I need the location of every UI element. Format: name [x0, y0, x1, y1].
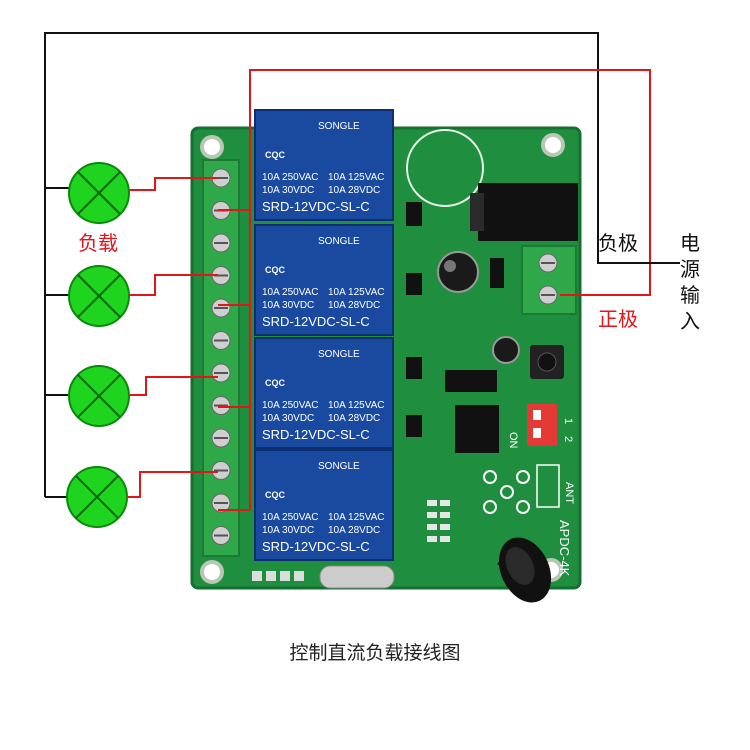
mount-hole — [200, 560, 224, 584]
capacitor — [437, 251, 479, 293]
relay-rating: 10A 250VAC — [262, 512, 319, 523]
ic-chip — [445, 370, 497, 392]
dip-switch — [527, 404, 557, 446]
crystal — [319, 565, 395, 589]
relay-model: SRD-12VDC-SL-C — [262, 199, 370, 214]
svg-text:源: 源 — [680, 257, 700, 281]
rf-module-pads — [483, 470, 530, 514]
antenna-icon — [497, 537, 552, 603]
lamp2-wire — [129, 274, 218, 296]
relay-brand: SONGLE — [318, 461, 360, 472]
lamp-icon — [66, 466, 128, 528]
positive-label: 正极 — [598, 307, 638, 331]
lamp4-wire — [128, 471, 218, 498]
relay-rating: 10A 30VDC — [262, 185, 314, 196]
relay-model: SRD-12VDC-SL-C — [262, 314, 370, 329]
power-input-label: 电 源 输 入 — [680, 231, 700, 333]
relay-rating: 10A 28VDC — [328, 185, 380, 196]
relay-icon: SONGLE CQC 10A 250VAC 10A 125VAC 10A 30VDC 10… — [254, 449, 394, 561]
lamp-icon — [68, 365, 130, 427]
relay-rating: 10A 30VDC — [262, 413, 314, 424]
lamp3-wire — [130, 376, 218, 396]
negative-label: 负极 — [598, 231, 638, 255]
board-model-label: APDC-4K — [557, 520, 572, 577]
relay-brand: SONGLE — [318, 121, 360, 132]
output-terminal-block — [202, 159, 240, 557]
relay-brand: SONGLE — [318, 236, 360, 247]
relay-rating: 10A 250VAC — [262, 172, 319, 183]
relay-cert: CQC — [265, 265, 286, 275]
relay-brand: SONGLE — [318, 349, 360, 360]
relay-rating: 10A 28VDC — [328, 300, 380, 311]
relay-rating: 10A 250VAC — [262, 287, 319, 298]
capacitor — [492, 336, 520, 364]
ant-label: ANT — [563, 482, 575, 504]
relay-icon: SONGLE CQC 10A 250VAC 10A 125VAC 10A 30VDC 10… — [254, 224, 394, 336]
lamp-group — [66, 162, 130, 528]
wiring — [44, 32, 680, 511]
svg-text:输: 输 — [680, 283, 700, 307]
relay-icon: SONGLE CQC 10A 250VAC 10A 125VAC 10A 30VDC 10… — [254, 337, 394, 449]
relay-group: SONGLE CQC 10A 250VAC 10A 125VAC 10A 30VDC 10… — [254, 109, 394, 561]
relay-rating: 10A 30VDC — [262, 300, 314, 311]
relay-rating: 10A 28VDC — [328, 413, 380, 424]
relay-rating: 10A 125VAC — [328, 172, 385, 183]
relay-icon: SONGLE CQC 10A 250VAC 10A 125VAC 10A 30VDC 10… — [254, 109, 394, 221]
svg-text:入: 入 — [680, 309, 700, 333]
svg-text:电: 电 — [680, 231, 700, 255]
dip-1-label: 1 — [562, 418, 574, 424]
header-pins — [252, 571, 304, 581]
dc-power-jack — [478, 183, 578, 241]
relay-rating: 10A 125VAC — [328, 512, 385, 523]
ic-chip — [455, 405, 499, 453]
relay-model: SRD-12VDC-SL-C — [262, 427, 370, 442]
load-label: 负载 — [78, 231, 118, 255]
power-terminal-block — [521, 245, 577, 315]
relay-rating: 10A 125VAC — [328, 287, 385, 298]
relay-cert: CQC — [265, 378, 286, 388]
lamp-icon — [68, 265, 130, 327]
lamp-icon — [68, 162, 130, 224]
relay-rating: 10A 28VDC — [328, 525, 380, 536]
buzzer-outline — [406, 129, 484, 207]
dip-on-label: ON — [507, 432, 519, 449]
dip-2-label: 2 — [562, 436, 574, 442]
relay-rating: 10A 125VAC — [328, 400, 385, 411]
diagram-caption: 控制直流负载接线图 — [289, 642, 461, 664]
relay-cert: CQC — [265, 490, 286, 500]
relay-rating: 10A 30VDC — [262, 525, 314, 536]
mount-hole — [541, 133, 565, 157]
relay-cert: CQC — [265, 150, 286, 160]
mount-hole — [200, 135, 224, 159]
lamp1-wire — [129, 177, 218, 191]
relay-rating: 10A 250VAC — [262, 400, 319, 411]
red-wire-positive — [249, 69, 651, 296]
relay-model: SRD-12VDC-SL-C — [262, 539, 370, 554]
